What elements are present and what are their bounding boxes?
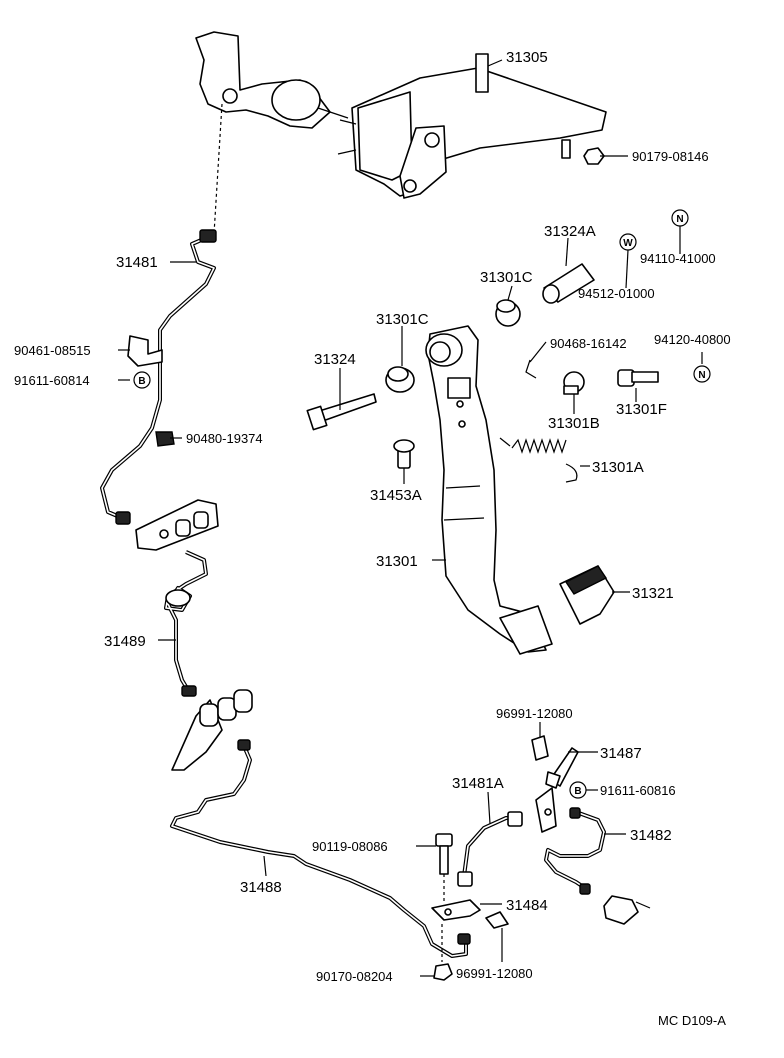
label-31453a: 31453A [370, 487, 422, 504]
label-90119-08086: 90119-08086 [312, 839, 388, 854]
label-94110-41000: 94110-41000 [640, 251, 716, 266]
label-96991-12080-lower: 96991-12080 [456, 966, 533, 981]
leader-dashed-master [213, 103, 223, 235]
return-spring [499, 437, 578, 483]
label-94120-40800: 94120-40800 [654, 332, 731, 347]
label-31481a: 31481A [452, 775, 504, 792]
badge-b-icon: B [569, 781, 587, 799]
label-90468-16142: 90468-16142 [550, 336, 627, 351]
label-31489: 31489 [104, 633, 146, 650]
tube-31488 [170, 739, 471, 958]
nut-90170 [433, 924, 453, 981]
label-31301: 31301 [376, 553, 418, 570]
pin-31453a [393, 439, 415, 469]
bushing-31301c-lower [385, 366, 415, 393]
clip-90461 [127, 335, 163, 367]
label-31482: 31482 [630, 827, 672, 844]
nut-90179 [583, 147, 605, 165]
clutch-pedal-lever [425, 325, 553, 655]
label-90170-08204: 90170-08204 [316, 969, 393, 984]
label-31487: 31487 [600, 745, 642, 762]
badge-b-icon: B [133, 371, 151, 389]
label-31321: 31321 [632, 585, 674, 602]
label-31324a: 31324A [544, 223, 596, 240]
svg-text:B: B [138, 376, 145, 387]
label-31301b: 31301B [548, 415, 600, 432]
bracket-31487 [535, 747, 579, 833]
svg-text:B: B [574, 786, 581, 797]
clip-96991-upper [531, 735, 549, 761]
bracket-31484 [431, 899, 481, 921]
bolt-90119 [435, 833, 453, 904]
leader-lines [118, 59, 703, 977]
label-94512-01000: 94512-01000 [578, 286, 655, 301]
label-31484: 31484 [506, 897, 548, 914]
svg-text:N: N [698, 370, 705, 381]
badge-n-icon: N [693, 365, 711, 383]
junction-block [135, 499, 219, 551]
diagram-code: MC D109-A [658, 1013, 726, 1028]
clip-90468 [525, 359, 537, 379]
label-90179-08146: 90179-08146 [632, 149, 709, 164]
flex-hose-31481a [457, 811, 523, 887]
hose-31489 [164, 550, 208, 697]
label-31301a: 31301A [592, 459, 644, 476]
tube-31482 [544, 807, 606, 895]
label-90480-19374: 90480-19374 [186, 431, 263, 446]
hose-mount-bracket [171, 689, 253, 771]
bolt-31301f [617, 369, 659, 387]
label-31305: 31305 [506, 49, 548, 66]
tube-31481 [100, 229, 217, 525]
label-31324: 31324 [314, 351, 356, 368]
label-31301c-lower: 31301C [376, 311, 429, 328]
label-91611-60814: 91611-60814 [14, 373, 90, 388]
label-31301c-upper: 31301C [480, 269, 533, 286]
stopper-31301b [563, 371, 585, 395]
badge-w-icon: W [619, 233, 637, 251]
pedal-pad [559, 565, 615, 625]
badge-n-icon: N [671, 209, 689, 227]
svg-text:W: W [623, 238, 633, 249]
label-91611-60816: 91611-60816 [600, 783, 676, 798]
collar-31324a [542, 263, 595, 304]
label-90461-08515: 90461-08515 [14, 343, 91, 358]
label-96991-12080-upper: 96991-12080 [496, 706, 573, 721]
svg-text:N: N [676, 214, 683, 225]
grommet-90480 [155, 431, 175, 447]
bolt-31324 [306, 393, 377, 431]
release-cylinder [603, 895, 651, 925]
label-31481: 31481 [116, 254, 158, 271]
pedal-bracket [337, 53, 607, 199]
label-31301f: 31301F [616, 401, 667, 418]
bushing-31301c-upper [495, 299, 521, 327]
clip-96991-lower [485, 911, 509, 929]
clutch-master-cylinder [195, 31, 349, 129]
label-31488: 31488 [240, 879, 282, 896]
